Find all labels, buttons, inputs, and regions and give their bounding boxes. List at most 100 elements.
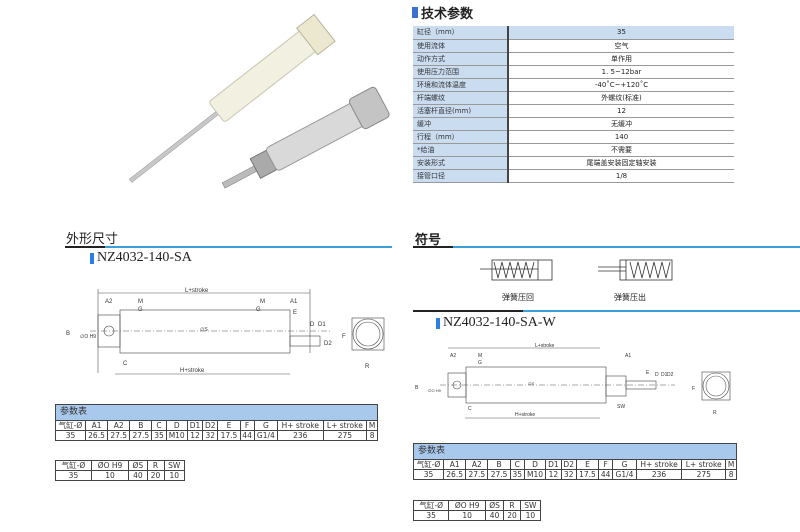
label-d2: D2 (324, 341, 332, 347)
tech-value: 35 (508, 26, 734, 40)
tech-value: 1. 5~12bar (508, 65, 734, 79)
dimension-drawing-sa: L+stroke A2 M G M G A1 E D D1 D2 B ∅O H9… (66, 288, 385, 375)
tech-label: *给油 (413, 143, 509, 157)
label-m: M (478, 353, 482, 359)
tech-row: 缸径（mm）35 (413, 26, 734, 40)
param-header-cell: A1 (443, 459, 467, 470)
symbol-title: 符号 (415, 233, 442, 248)
param-value-cell: 275 (322, 430, 368, 441)
label-m: M (138, 299, 143, 305)
param2-value-cell: 35 (412, 510, 450, 521)
param-header-cell: D2 (560, 459, 577, 470)
label-d: D (310, 322, 315, 328)
symbol-model: NZ4032-140-SA-W (436, 315, 556, 331)
param2-header-cell: R (503, 500, 521, 511)
param-header-cell: E (575, 459, 600, 470)
param-header-cell: A1 (84, 420, 109, 431)
param-value-cell: 26.5 (84, 430, 109, 441)
param2-value-cell: 40 (484, 510, 505, 521)
param-header-cell: D2 (202, 420, 219, 431)
param-header-cell: A2 (465, 459, 489, 470)
param2-header-cell: 气缸-Ø (412, 500, 450, 511)
label-g: G (478, 360, 482, 366)
param-value-cell: 27.5 (487, 469, 511, 480)
tech-row: 缓冲无缓冲 (413, 117, 734, 131)
product-photo (128, 13, 390, 189)
dims-title: 外形尺寸 (66, 232, 119, 247)
spring-extend-symbol-icon (598, 259, 673, 281)
param-value-cell: 275 (681, 469, 727, 480)
param-value-cell: 44 (598, 469, 614, 480)
model-marker-icon (436, 317, 440, 329)
param-value-cell: M10 (523, 469, 547, 480)
label-f: F (342, 334, 346, 340)
label-m-right: M (260, 299, 265, 305)
label-b: B (66, 331, 70, 337)
param-table-title: 参数表 (413, 443, 737, 460)
label-r: R (365, 364, 370, 370)
param-value-cell: 35 (55, 430, 86, 441)
param-header-cell: D1 (545, 459, 562, 470)
label-l-stroke: L+stroke (535, 343, 555, 349)
param2-header-cell: SW (163, 460, 185, 471)
param2-header-cell: 气缸-Ø (55, 460, 92, 471)
param2-value-cell: 40 (128, 470, 148, 481)
tech-label: 缓冲 (413, 117, 509, 131)
tech-value: 140 (508, 130, 734, 144)
silver-cylinder (221, 86, 390, 189)
tech-row: 使用流体空气 (413, 39, 734, 53)
label-s: ∅S (200, 327, 208, 333)
param-header-cell: L+ stroke (681, 459, 727, 470)
param-header-cell: G (612, 459, 637, 470)
label-d1: D1 (318, 322, 326, 328)
label-d: D (655, 372, 659, 378)
title-marker-icon (412, 7, 418, 18)
param-value-cell: 8 (366, 430, 378, 441)
model-label: NZ4032-140-SA (97, 250, 192, 265)
param2-header-cell: ØO H9 (448, 500, 486, 511)
spring-return-label: 弹簧压回 (502, 293, 534, 302)
tech-label: 使用压力范围 (413, 65, 509, 79)
param2-header-cell: R (146, 460, 165, 471)
label-a2: A2 (450, 353, 456, 359)
param2-value-cell: 10 (448, 510, 486, 521)
tech-label: 环境和流体温度 (413, 78, 509, 92)
param-header-cell: C (151, 420, 167, 431)
label-b: B (415, 385, 419, 391)
label-r: R (713, 410, 717, 416)
label-sw: SW (617, 404, 625, 410)
tech-label: 活塞杆直径(mm) (413, 104, 509, 118)
label-s: ∅S (528, 381, 534, 386)
tech-row: *给油不需要 (413, 143, 734, 157)
param2-value-cell: 20 (146, 470, 165, 481)
param-value-cell: 17.5 (575, 469, 600, 480)
label-e: E (293, 310, 297, 316)
label-a1: A1 (625, 353, 631, 359)
param-header-cell: H+ stroke (635, 459, 683, 470)
param2-value-cell: 10 (163, 470, 185, 481)
param-value-cell: 44 (239, 430, 255, 441)
label-h-stroke: H+stroke (515, 412, 535, 418)
param-value-cell: 27.5 (465, 469, 489, 480)
dims-model: NZ4032-140-SA (90, 250, 192, 266)
param-header-cell: D (523, 459, 547, 470)
param-value-cell: 12 (545, 469, 562, 480)
dimension-drawing-sa-w: L+stroke A2 M G A1 D D1 D2 E B ∅O H9 ∅S … (415, 343, 731, 419)
param-value-cell: 27.5 (129, 430, 153, 441)
tech-label: 接管口径 (413, 169, 509, 183)
param-value-cell: 17.5 (217, 430, 241, 441)
param-table-title: 参数表 (55, 404, 378, 421)
param-value-cell: G1/4 (253, 430, 279, 441)
tech-row: 杆端螺纹外螺纹(标准) (413, 91, 734, 105)
param-header-cell: C (509, 459, 525, 470)
